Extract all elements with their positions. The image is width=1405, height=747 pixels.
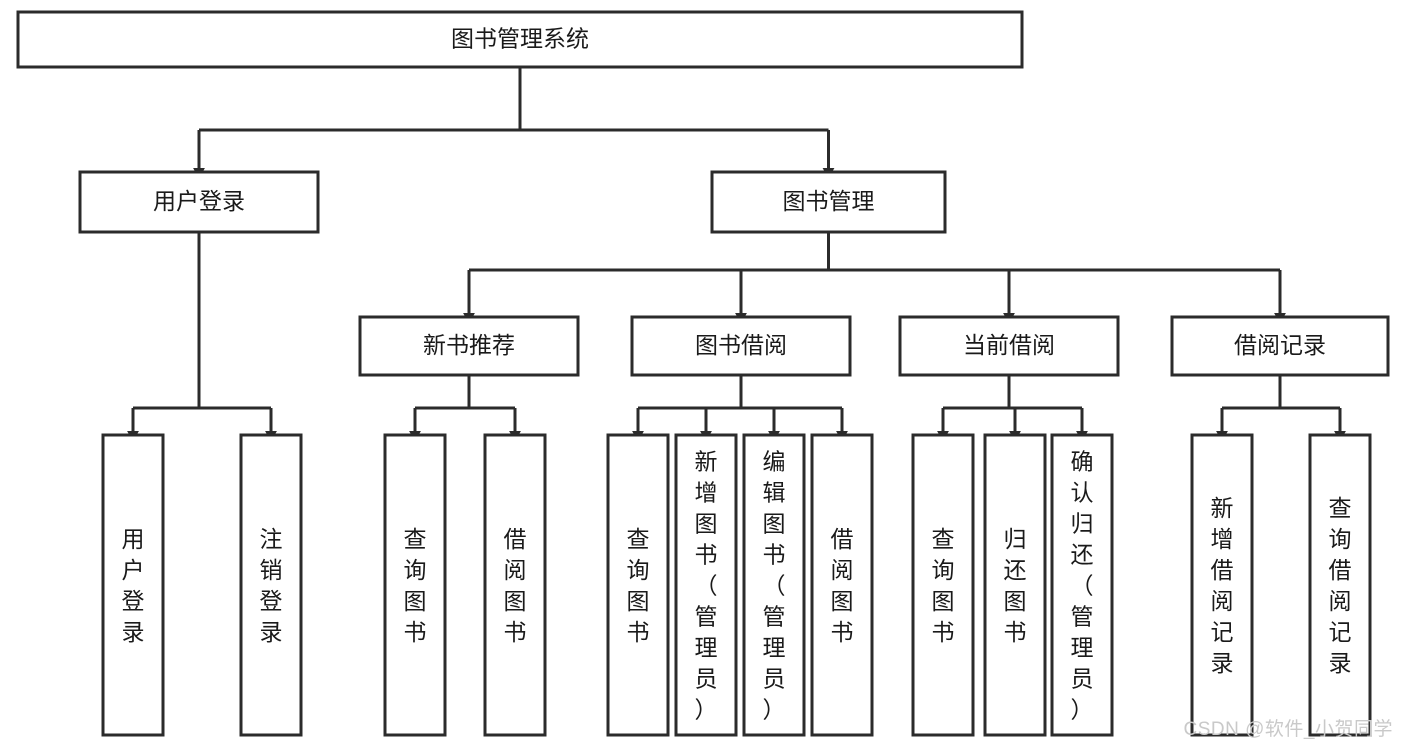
node-box — [810, 433, 874, 737]
node-label: 归还图书 — [1004, 526, 1027, 645]
node-box — [898, 315, 1120, 377]
node-label: 编辑图书（管理员） — [763, 449, 786, 723]
node-label: 当前借阅 — [963, 332, 1055, 358]
node-box — [911, 433, 975, 737]
node-leaf-cur-query[interactable]: 查询图书 — [911, 433, 975, 737]
node-label: 注销登录 — [260, 526, 283, 645]
node-label: 用户登录 — [153, 188, 245, 214]
node-box — [16, 10, 1024, 69]
node-label: 用户登录 — [122, 526, 145, 645]
nodes-layer: 图书管理系统用户登录图书管理新书推荐图书借阅当前借阅借阅记录用户登录注销登录查询… — [16, 10, 1390, 737]
node-box — [983, 433, 1047, 737]
node-label: 借阅图书 — [831, 526, 854, 645]
node-box — [358, 315, 580, 377]
node-label: 查询借阅记录 — [1329, 495, 1352, 676]
node-box — [1170, 315, 1390, 377]
node-leaf-borrow-add[interactable]: 新增图书（管理员） — [674, 433, 738, 737]
node-box — [383, 433, 447, 737]
node-box — [239, 433, 303, 737]
node-label: 确认归还（管理员） — [1071, 449, 1094, 723]
node-box — [78, 170, 320, 234]
node-box — [1308, 433, 1372, 737]
node-box — [101, 433, 165, 737]
node-root[interactable]: 图书管理系统 — [16, 10, 1024, 69]
node-label: 新增借阅记录 — [1211, 495, 1234, 676]
node-label: 查询图书 — [627, 526, 650, 645]
node-label: 图书管理系统 — [451, 26, 589, 52]
node-borrow-record[interactable]: 借阅记录 — [1170, 315, 1390, 377]
node-current-borrow[interactable]: 当前借阅 — [898, 315, 1120, 377]
node-box — [1050, 433, 1114, 737]
node-box — [674, 433, 738, 737]
node-leaf-rec-query[interactable]: 查询图书 — [383, 433, 447, 737]
node-leaf-cur-confirm[interactable]: 确认归还（管理员） — [1050, 433, 1114, 737]
node-box — [606, 433, 670, 737]
node-leaf-user-login[interactable]: 用户登录 — [101, 433, 165, 737]
node-box — [1190, 433, 1254, 737]
node-box — [742, 433, 806, 737]
node-label: 借阅图书 — [504, 526, 527, 645]
edges-layer — [127, 67, 1346, 442]
node-leaf-rec-query2[interactable]: 查询借阅记录 — [1308, 433, 1372, 737]
node-label: 新书推荐 — [423, 332, 515, 358]
node-leaf-user-logout[interactable]: 注销登录 — [239, 433, 303, 737]
node-box — [630, 315, 852, 377]
node-book-manage[interactable]: 图书管理 — [710, 170, 947, 234]
node-leaf-borrow-query[interactable]: 查询图书 — [606, 433, 670, 737]
node-new-book-rec[interactable]: 新书推荐 — [358, 315, 580, 377]
node-box — [483, 433, 547, 737]
node-leaf-cur-return[interactable]: 归还图书 — [983, 433, 1047, 737]
node-leaf-rec-add[interactable]: 新增借阅记录 — [1190, 433, 1254, 737]
node-user-login[interactable]: 用户登录 — [78, 170, 320, 234]
node-label: 图书管理 — [783, 188, 875, 214]
node-label: 查询图书 — [932, 526, 955, 645]
node-leaf-borrow-edit[interactable]: 编辑图书（管理员） — [742, 433, 806, 737]
node-label: 新增图书（管理员） — [695, 449, 718, 723]
node-box — [710, 170, 947, 234]
node-leaf-rec-borrow[interactable]: 借阅图书 — [483, 433, 547, 737]
node-leaf-borrow-lend[interactable]: 借阅图书 — [810, 433, 874, 737]
node-label: 借阅记录 — [1234, 332, 1326, 358]
node-book-borrow[interactable]: 图书借阅 — [630, 315, 852, 377]
node-label: 查询图书 — [404, 526, 427, 645]
node-label: 图书借阅 — [695, 332, 787, 358]
